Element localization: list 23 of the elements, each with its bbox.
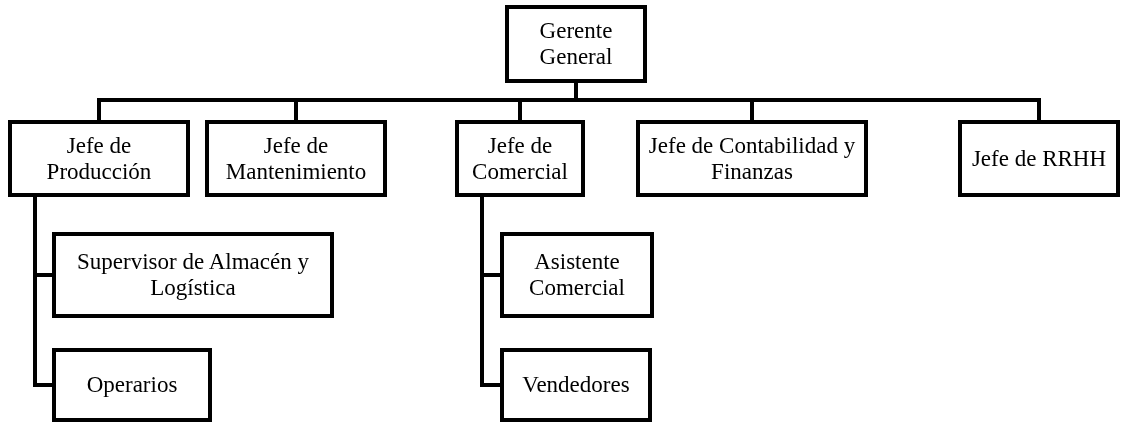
role-title: Vendedores <box>522 372 630 398</box>
role-title: Jefe de Contabilidad y Finanzas <box>647 132 857 185</box>
role-title: Jefe de RRHH <box>971 145 1107 172</box>
role-title: Jefe de Comercial <box>471 132 569 185</box>
org-box <box>52 348 212 422</box>
org-box <box>52 232 334 318</box>
role-title: Jefe de Producción <box>45 132 153 185</box>
role-title: Gerente General <box>538 18 614 70</box>
org-box <box>505 5 647 83</box>
role-title: Asistente Comercial <box>528 249 626 301</box>
connector-line <box>33 197 52 387</box>
org-box <box>958 120 1120 197</box>
org-box <box>636 120 868 197</box>
org-box <box>500 348 652 422</box>
org-box <box>205 120 387 197</box>
org-box <box>500 232 654 318</box>
role-title: Jefe de Mantenimiento <box>224 132 368 185</box>
connector-line <box>480 197 500 387</box>
org-box <box>8 120 190 197</box>
connector-line <box>574 83 1041 120</box>
role-title: Operarios <box>86 372 178 398</box>
role-title: Supervisor de Almacén y Logística <box>76 249 310 301</box>
org-box <box>455 120 585 197</box>
